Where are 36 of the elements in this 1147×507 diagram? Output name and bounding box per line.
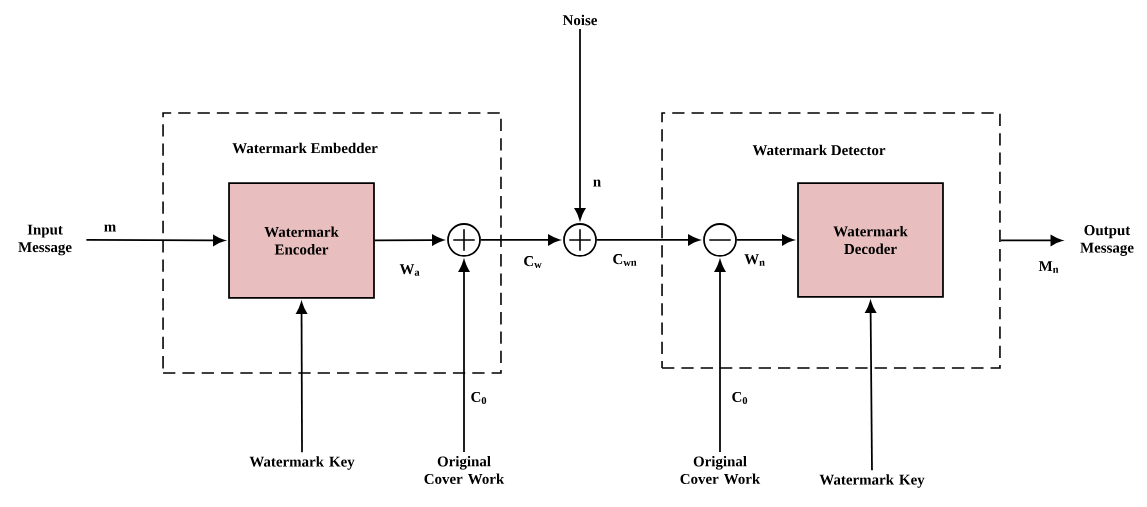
terminal-label: Watermark Key	[249, 456, 355, 470]
edge-label: C$_{wn}$	[610, 252, 640, 268]
edge-label: m	[102, 222, 118, 234]
terminal-label: Watermark Key	[819, 474, 925, 488]
process-box: Watermark Encoder	[228, 182, 375, 299]
group-title: Watermark Detector	[752, 144, 886, 156]
arrow	[458, 260, 470, 453]
adder-circle	[563, 223, 597, 257]
edge-label: C$_{w}$	[521, 254, 545, 270]
dashed-group-frame	[661, 112, 1001, 369]
edge-label: M$_{n}$	[1036, 259, 1062, 275]
adder-circle	[447, 223, 481, 257]
arrow	[714, 260, 726, 453]
arrow	[374, 234, 444, 246]
terminal-label: Output Message	[1080, 225, 1134, 256]
edge-label: W$_{a}$	[397, 262, 423, 278]
group-title: Watermark Embedder	[232, 142, 378, 154]
terminal-label: Noise	[562, 14, 598, 26]
arrow	[296, 302, 307, 454]
arrow	[574, 28, 586, 220]
subtractor-circle	[703, 223, 737, 257]
arrow	[865, 301, 876, 472]
edge-label: n	[591, 177, 603, 189]
arrow	[736, 234, 794, 246]
terminal-label: Original Cover Work	[424, 455, 505, 485]
arrow	[596, 234, 700, 246]
process-box: Watermark Decoder	[797, 182, 944, 298]
edge-label: C$_{0}$	[729, 390, 751, 406]
arrow	[999, 235, 1063, 246]
terminal-label: Input Message	[18, 224, 72, 256]
arrow	[85, 235, 225, 246]
terminal-label: Original Cover Work	[680, 455, 761, 485]
edge-label: C$_{0}$	[468, 390, 490, 406]
edge-label: W$_{n}$	[742, 252, 768, 268]
dashed-group-frame	[162, 112, 502, 374]
arrow	[480, 234, 560, 246]
